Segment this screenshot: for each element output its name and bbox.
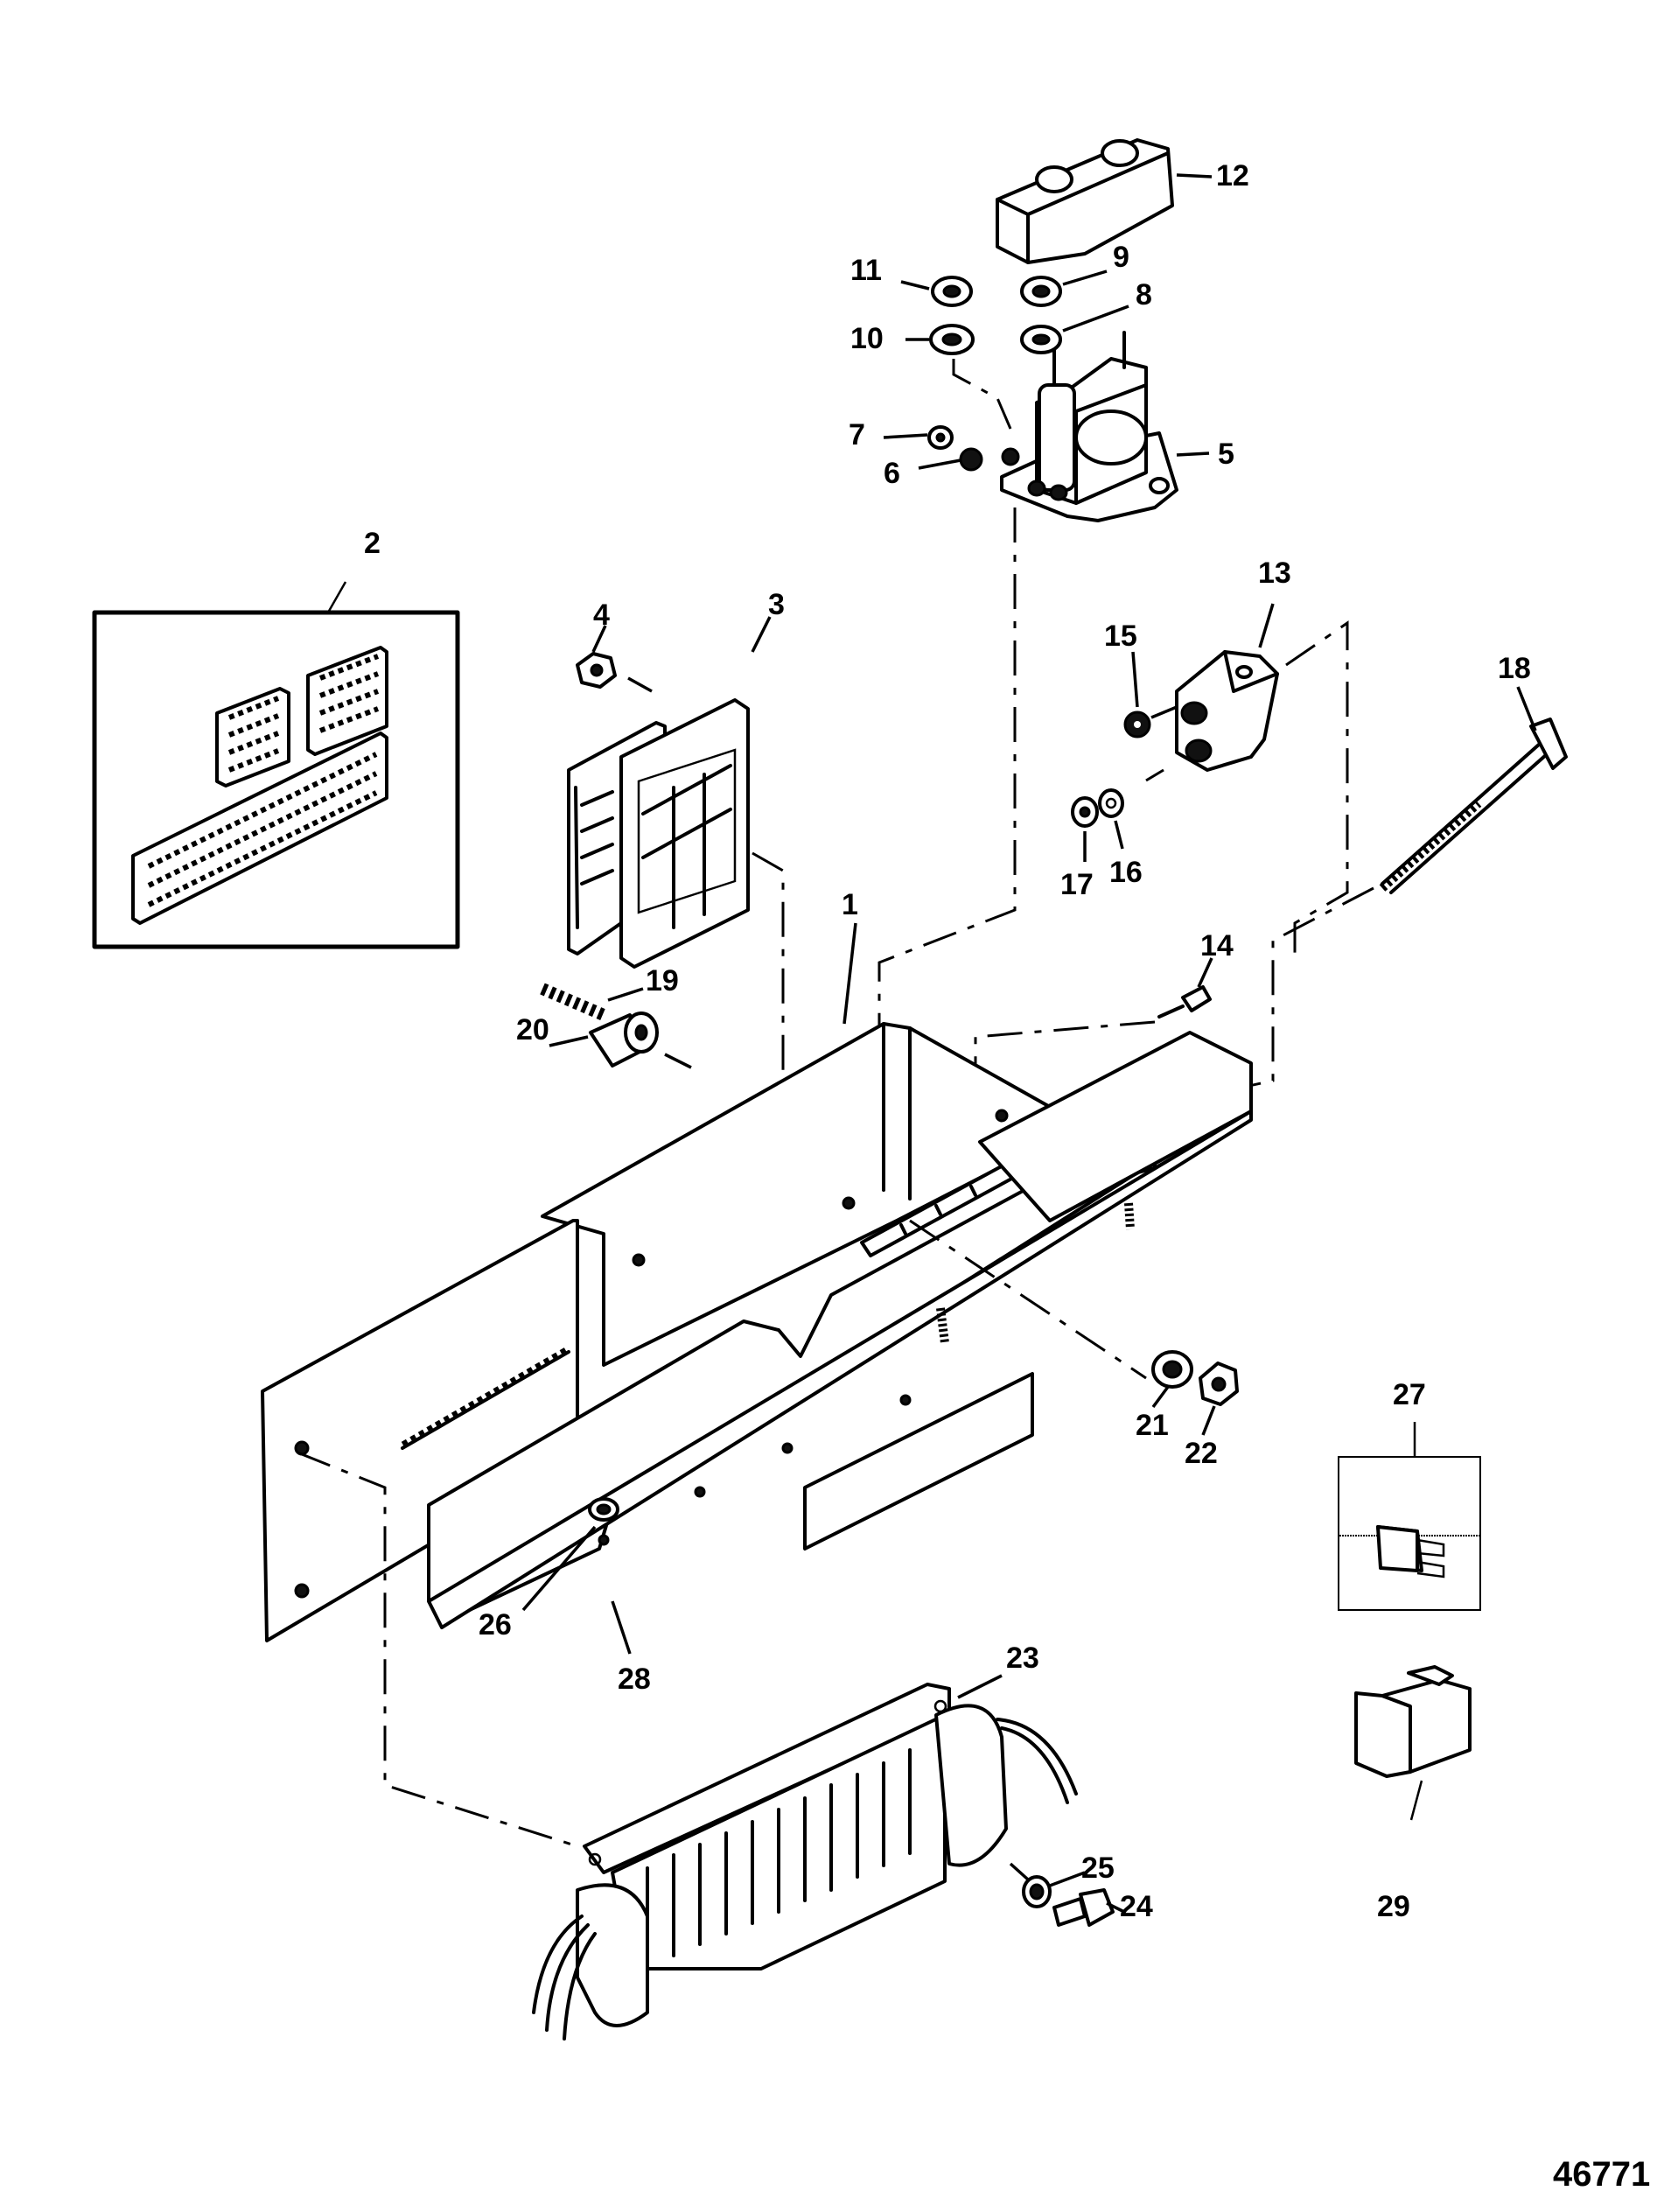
leader-15b (1150, 705, 1178, 719)
part-10-washer (929, 324, 975, 355)
callout-12: 12 (1216, 159, 1249, 192)
part-6-lockwasher (959, 447, 983, 472)
callout-18: 18 (1498, 652, 1531, 685)
callout-1: 1 (842, 888, 858, 921)
leader-26 (521, 1525, 597, 1612)
leader-16 (1114, 820, 1124, 850)
figure-number: 46771 (1553, 2155, 1650, 2194)
callout-19: 19 (646, 964, 679, 998)
leader-19 (607, 987, 644, 1002)
part-15-nut (1123, 710, 1151, 738)
leader-21 (1151, 1385, 1170, 1409)
callout-4: 4 (593, 598, 610, 632)
part-28-lower-bracket (261, 1031, 1253, 1642)
callout-28: 28 (618, 1662, 651, 1696)
assembly-line-18 (1171, 886, 1374, 1104)
leader-25 (1049, 1871, 1086, 1887)
leader-14 (1197, 957, 1213, 988)
assembly-line-21 (909, 1219, 1147, 1380)
leader-28 (611, 1600, 632, 1655)
part-29-relay (1354, 1665, 1472, 1778)
part-4-nut (576, 652, 617, 689)
assembly-line-3-to-1 (752, 851, 815, 1243)
callout-23: 23 (1006, 1642, 1039, 1675)
callout-21: 21 (1136, 1409, 1169, 1442)
leader-29 (1409, 1780, 1423, 1821)
leader-11 (900, 280, 930, 290)
part-5-solenoid (1000, 331, 1178, 522)
callout-22: 22 (1185, 1437, 1218, 1470)
callout-9: 9 (1113, 241, 1129, 274)
part-24-bolt (1052, 1888, 1115, 1927)
leader-4 (591, 625, 607, 653)
callout-5: 5 (1218, 438, 1234, 471)
part-19-spring (540, 983, 606, 1021)
leader-20b (664, 1053, 692, 1069)
part-14-screw (1157, 985, 1212, 1018)
part-3-connector-module (567, 698, 750, 969)
part-20-spacer (589, 1012, 659, 1068)
callout-16: 16 (1109, 856, 1143, 889)
callout-25: 25 (1081, 1852, 1115, 1885)
leader-6 (918, 458, 961, 470)
assembly-line-13 (1285, 620, 1349, 954)
assembly-line-13b (1145, 768, 1164, 782)
part-21-washer (1151, 1350, 1193, 1389)
part-2-decal-box (92, 610, 460, 949)
leader-8 (1062, 304, 1129, 332)
callout-11: 11 (850, 254, 882, 287)
callout-17: 17 (1060, 868, 1094, 901)
callout-8: 8 (1136, 278, 1152, 312)
part-12-terminal-cover (996, 138, 1174, 264)
leader-1 (842, 922, 857, 1025)
callout-2: 2 (364, 527, 381, 560)
callout-20: 20 (516, 1013, 549, 1046)
callout-24: 24 (1120, 1890, 1153, 1923)
part-11-nut (931, 276, 973, 307)
part-17-nut (1071, 796, 1099, 828)
callout-15: 15 (1104, 620, 1137, 653)
leader-23 (957, 1674, 1003, 1699)
leader-15 (1131, 651, 1139, 708)
leader-24 (1106, 1901, 1125, 1914)
leader-20 (549, 1035, 589, 1047)
callout-27: 27 (1393, 1378, 1426, 1411)
callout-14: 14 (1200, 929, 1234, 962)
callout-10: 10 (850, 322, 884, 355)
leader-12 (1176, 173, 1213, 178)
assembly-line-10-to-5 (952, 359, 1012, 430)
part-13-circuit-breaker (1175, 650, 1279, 772)
callout-13: 13 (1258, 556, 1291, 590)
part-25-washer (1022, 1875, 1052, 1908)
leader-25a (1009, 1862, 1030, 1881)
part-8-washer (1020, 325, 1062, 354)
callout-6: 6 (884, 457, 900, 490)
assembly-line-23 (297, 1451, 578, 1848)
callout-29: 29 (1377, 1890, 1410, 1923)
leader-13 (1258, 603, 1275, 648)
callout-3: 3 (768, 588, 785, 621)
leader-2 (326, 581, 347, 613)
leader-4b (627, 676, 653, 693)
part-23-regulator-module (532, 1683, 1078, 2040)
part-16-washer (1098, 788, 1124, 818)
callout-26: 26 (479, 1608, 512, 1642)
leader-9 (1062, 270, 1108, 286)
part-27-fuse-box (1338, 1456, 1481, 1611)
leader-22 (1201, 1405, 1216, 1436)
leader-7 (883, 433, 928, 439)
part-18-long-screw (1379, 718, 1568, 894)
part-7-nut (927, 425, 954, 450)
callout-7: 7 (849, 418, 865, 452)
part-22-nut (1199, 1362, 1239, 1406)
part-9-nut (1020, 276, 1062, 307)
leader-5 (1176, 452, 1210, 457)
leader-3 (751, 616, 772, 653)
leader-18 (1516, 686, 1537, 732)
